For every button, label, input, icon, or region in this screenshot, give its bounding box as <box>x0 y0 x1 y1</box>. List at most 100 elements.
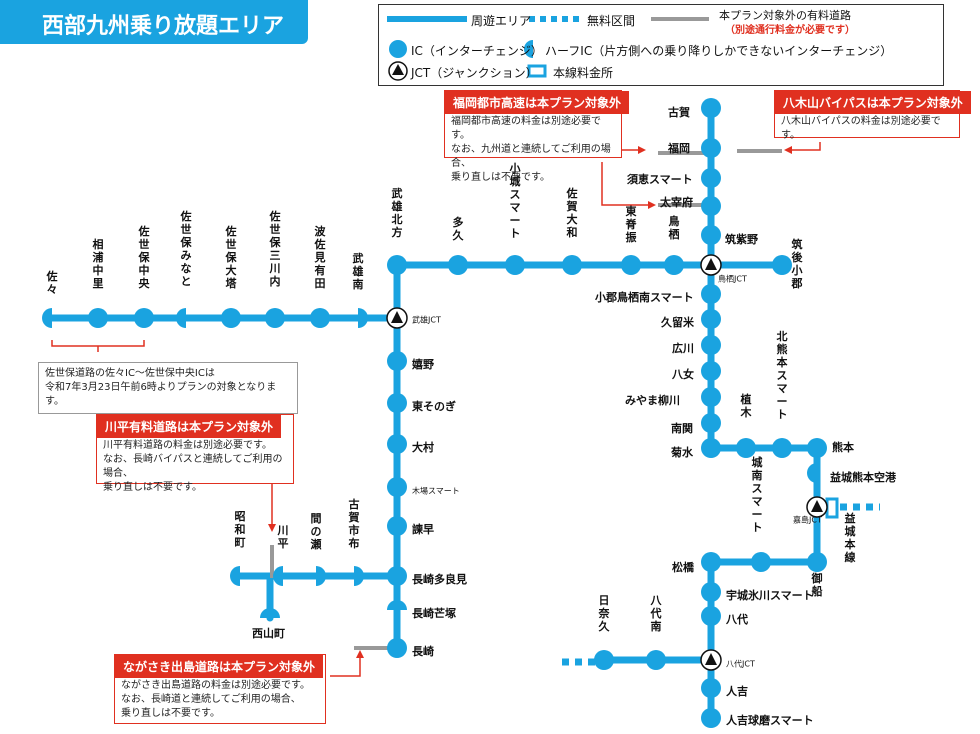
map-title: 西部九州乗り放題エリア <box>42 14 285 39</box>
nishiyama-label: 西山町 <box>252 626 285 640</box>
ogi-label: 小城スマート <box>509 161 521 240</box>
saga-yamato-label: 佐賀大和 <box>566 186 578 239</box>
note-dejima: ながさき出島道路は本プラン対象外 ながさき出島道路の料金は別途必要です。 なお、… <box>114 654 326 724</box>
saza-label: 佐々 <box>46 269 58 296</box>
nishiyama-ic-marker <box>260 608 280 618</box>
legend-symbols <box>387 16 709 81</box>
note-dejima-title: ながさき出島道路は本プラン対象外 <box>115 655 324 678</box>
sasebo-bracket <box>51 340 145 352</box>
yatsushiro-minami-ic-marker <box>646 650 666 670</box>
sue-label: 須恵スマート <box>626 172 693 186</box>
kashima-jct-jct-icon <box>806 496 828 518</box>
ueki-label: 植木 <box>740 392 753 419</box>
ainoura-ic-marker <box>88 308 108 328</box>
note-kawahira-body: 川平有料道路の料金は別途必要です。 なお、長崎バイパスと連続してご利用の場合、 … <box>103 440 283 493</box>
kitakumamoto-label: 北熊本スマート <box>777 329 788 421</box>
saga-yamato-ic-marker <box>562 255 582 275</box>
takeo-minami-label: 武雄南 <box>352 251 364 291</box>
nankan-ic-marker <box>701 413 721 433</box>
kawahira-ic-marker <box>273 566 283 586</box>
higashisonogi-label: 東そのぎ <box>412 399 456 413</box>
yame-label: 八女 <box>671 367 694 381</box>
uki-label: 宇城氷川スマート <box>726 588 814 602</box>
isahaya-label: 諫早 <box>412 522 434 536</box>
tosu-label: 鳥栖 <box>669 214 680 241</box>
yatsushiro-jct-label: 八代JCT <box>726 659 755 669</box>
sasebo-minato-ic-marker <box>176 308 186 328</box>
takeo-minami-ic-marker <box>358 308 368 328</box>
sasebo-mikawa-ic-marker <box>265 308 285 328</box>
free-sections <box>562 503 880 666</box>
sasebo-minato-label: 佐世保みなと <box>180 209 193 288</box>
showa-label: 昭和町 <box>235 510 246 549</box>
arrowhead-fukuoka-2 <box>648 201 656 209</box>
nankan-label: 南関 <box>671 421 693 435</box>
sasebo-mikawa-label: 佐世保三川内 <box>269 209 282 288</box>
ainoura-label: 相浦中里 <box>93 237 104 290</box>
kogashichi-label: 古賀市布 <box>348 497 360 550</box>
note-kawahira: 川平有料道路は本プラン対象外 川平有料道路の料金は別途必要です。 なお、長崎バイ… <box>96 414 294 493</box>
mase-label: 間の瀬 <box>311 512 322 551</box>
legend-ic-symbol <box>389 40 407 58</box>
sasebo-otou-label: 佐世保大塔 <box>225 224 238 290</box>
arrowhead-fukuoka-1 <box>638 146 646 154</box>
bracket-line <box>51 340 145 347</box>
showa-ic-marker <box>230 566 240 586</box>
jonan-label: 城南スマート <box>752 455 763 534</box>
hirokawa-ic-marker <box>701 335 721 355</box>
miyama-ic-marker <box>701 387 721 407</box>
note-fukuoka-body: 福岡都市高速の料金は別途必要です。 なお、九州道と連続してご利用の場合、 乗り直… <box>451 116 611 183</box>
yatsushiro-label: 八代 <box>725 612 748 626</box>
ureshino-label: 嬉野 <box>411 357 434 371</box>
arrow-fukuoka-2 <box>601 162 650 206</box>
hitoyoshi-ic-marker <box>701 678 721 698</box>
chikugo-ogori-ic-marker <box>772 255 792 275</box>
nagasaki-shibahara-label: 長崎芒塚 <box>412 606 456 620</box>
arrowhead-kawahira <box>268 524 276 532</box>
tosu-ic-marker <box>664 255 684 275</box>
legend-toll-gate-symbol <box>527 64 547 78</box>
yatsushiro-ic-marker <box>701 606 721 626</box>
matsubase-label: 松橋 <box>672 560 695 574</box>
kumamoto-airport-ic-marker <box>807 463 817 483</box>
hitoyoshi-kuma-label: 人吉球磨スマート <box>726 713 814 727</box>
taku-ic-marker <box>448 255 468 275</box>
ogi-ic-marker <box>505 255 525 275</box>
fukuoka-ic-marker <box>701 138 721 158</box>
kitakumamoto-ic-marker <box>772 438 792 458</box>
note-fukuoka-title: 福岡都市高速は本プラン対象外 <box>445 91 630 114</box>
kurume-ic-marker <box>701 309 721 329</box>
takeo-jct-label: 武雄JCT <box>412 315 441 325</box>
note-sasebo: 佐世保道路の佐々IC～佐世保中央ICは 令和7年3月23日午前6時よりプランの対… <box>38 362 298 414</box>
nagasaki-shibahara-ic-marker <box>387 600 407 610</box>
kiba-ic-marker <box>387 477 407 497</box>
note-arrows <box>271 142 821 677</box>
ureshino-ic-marker <box>387 351 407 371</box>
yame-ic-marker <box>701 361 721 381</box>
koga-label: 古賀 <box>668 105 690 119</box>
hinagu-ic-marker <box>594 650 614 670</box>
arrow-heads <box>268 146 792 658</box>
matsubase-ic-marker <box>701 552 721 572</box>
hinagu-label: 日奈久 <box>598 594 611 633</box>
ogori-tosu-ic-marker <box>701 284 721 304</box>
note-kawahira-title: 川平有料道路は本プラン対象外 <box>97 415 282 438</box>
kumamoto-ic-marker <box>807 438 827 458</box>
note-yagiyama-title: 八木山バイパスは本プラン対象外 <box>775 91 971 114</box>
legend-jct-label: JCT（ジャンクション） <box>411 66 538 80</box>
hasami-label: 波佐見有田 <box>314 224 327 290</box>
legend: 周遊エリア 無料区間 本プラン対象外の有料道路 （別途通行料金が必要です） IC… <box>378 4 944 86</box>
saza-ic-marker <box>42 308 52 328</box>
nagasaki-label: 長崎 <box>412 644 434 658</box>
nagasaki-tarami-ic-marker <box>387 566 407 586</box>
kogashichi-ic-marker <box>354 566 364 586</box>
mashiki-label: 益城本線 <box>845 511 856 564</box>
legend-jct-triangle <box>392 64 404 75</box>
kiba-label: 木場スマート <box>412 486 460 496</box>
kawahira-label: 川平 <box>277 524 289 550</box>
hitoyoshi-kuma-ic-marker <box>701 708 721 728</box>
higashisefuri-label: 東脊振 <box>625 204 638 244</box>
mase-ic-marker <box>316 566 326 586</box>
toll-gate-mashiki <box>825 497 839 519</box>
note-fukuoka: 福岡都市高速は本プラン対象外 福岡都市高速の料金は別途必要です。 なお、九州道と… <box>444 90 630 183</box>
